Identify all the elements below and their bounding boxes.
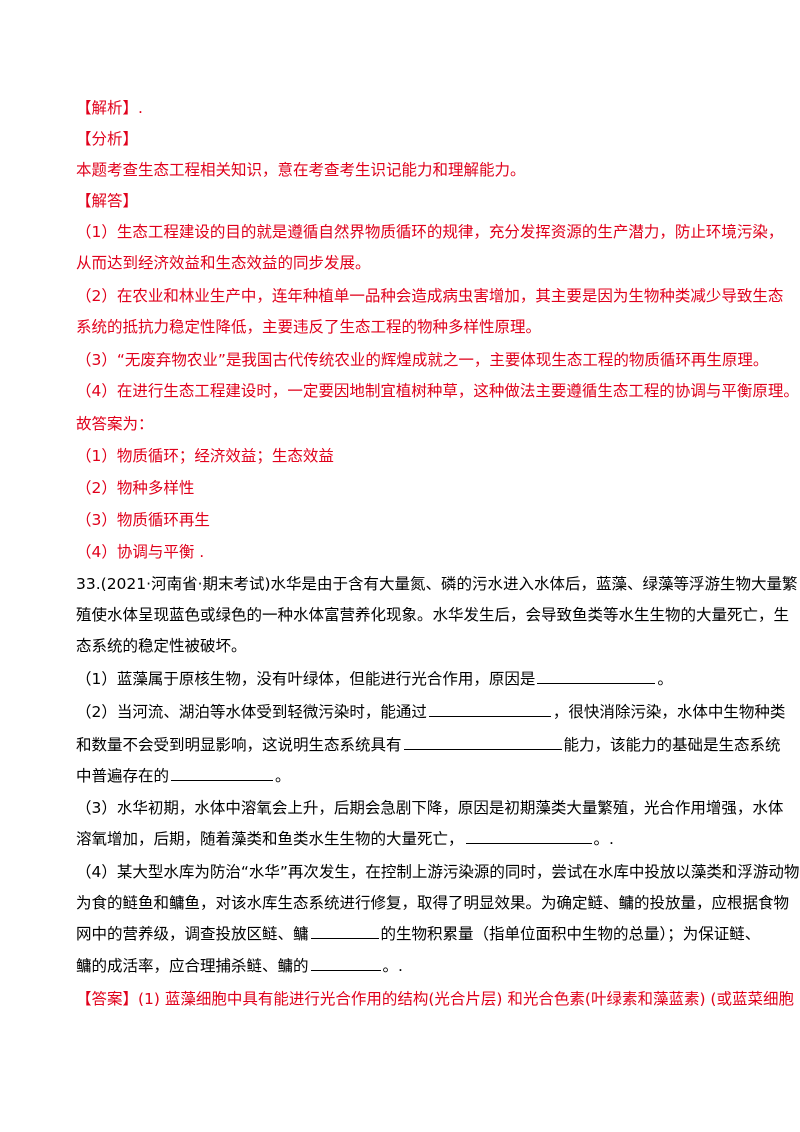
answer-blank[interactable] xyxy=(537,668,656,684)
answer-blank[interactable] xyxy=(403,734,562,750)
q33-sub2-line3: 中普遍存在的 。 xyxy=(76,765,736,787)
answer-blank[interactable] xyxy=(465,828,592,844)
jieda-p3: （3）“无废弃物农业”是我国古代传统农业的辉煌成就之一，主要体现生态工程的物质循… xyxy=(76,351,769,369)
q33-sub4-line2: 为食的鲢鱼和鳙鱼，对该水库生态系统进行修复，取得了明显效果。为确定鲢、鳙的投放量… xyxy=(76,894,790,912)
jieda-p2-line2: 系统的抵抗力稳定性降低，主要违反了生态工程的物种多样性原理。 xyxy=(76,318,542,336)
q33-intro-line3: 态系统的稳定性被破坏。 xyxy=(76,637,247,655)
q33-sub1: （1）蓝藻属于原核生物，没有叶绿体，但能进行光合作用，原因是 。 xyxy=(76,668,736,690)
q33-sub4-line4: 鳙的成活率，应合理捕杀鲢、鳙的 。. xyxy=(76,955,736,977)
q33-sub4-line1: （4）某大型水库为防治“水华”再次发生，在控制上游污染源的同时，尝试在水库中投放… xyxy=(76,863,800,881)
jieda-label: 【解答】 xyxy=(76,192,139,210)
q33-sub4-text-d: 。. xyxy=(382,957,403,975)
answer-item-4: （4）协调与平衡 . xyxy=(76,543,205,561)
q33-sub4-line3: 网中的营养级，调查投放区鲢、鳙 的生物积累量（指单位面积中生物的总量）；为保证鲢、 xyxy=(76,923,760,945)
q33-sub2-text-d: 能力，该能力的基础是生态系统 xyxy=(563,736,781,754)
q33-intro-line1: 33.(2021·河南省·期末考试)水华是由于含有大量氮、磷的污水进入水体后，蓝… xyxy=(76,575,798,593)
jieda-p1-line2: 从而达到经济效益和生态效益的同步发展。 xyxy=(76,254,371,272)
jieda-p1-line1: （1）生态工程建设的目的就是遵循自然界物质循环的规律，充分发挥资源的生产潜力，防… xyxy=(76,223,784,241)
q33-sub2-line2: 和数量不会受到明显影响，这说明生态系统具有 能力，该能力的基础是生态系统 xyxy=(76,734,781,756)
q33-sub4-text-c: 鳙的成活率，应合理捕杀鲢、鳙的 xyxy=(76,957,309,975)
q33-sub2-text-a: （2）当河流、湖泊等水体受到轻微污染时，能通过 xyxy=(76,703,427,721)
fenxi-label: 【分析】 xyxy=(76,130,139,148)
q33-sub2-text-e: 中普遍存在的 xyxy=(76,767,170,785)
analysis-label: 【解析】. xyxy=(76,99,143,117)
q33-sub1-text: （1）蓝藻属于原核生物，没有叶绿体，但能进行光合作用，原因是 xyxy=(76,670,536,688)
answer-item-3: （3）物质循环再生 xyxy=(76,511,210,529)
answer-blank[interactable] xyxy=(171,765,274,781)
q33-sub3-line1: （3）水华初期，水体中溶氧会上升，后期会急剧下降，原因是初期藻类大量繁殖，光合作… xyxy=(76,799,784,817)
q33-sub3-line2: 溶氧增加，后期，随着藻类和鱼类水生生物的大量死亡， 。. xyxy=(76,828,736,850)
fenxi-text: 本题考查生态工程相关知识，意在考查考生识记能力和理解能力。 xyxy=(76,161,526,179)
answer-item-1: （1）物质循环；经济效益；生态效益 xyxy=(76,447,334,465)
jieda-p4: （4）在进行生态工程建设时，一定要因地制宜植树种草，这种做法主要遵循生态工程的协… xyxy=(76,382,799,400)
q33-sub4-text-a: 网中的营养级，调查投放区鲢、鳙 xyxy=(76,925,309,943)
answer-blank[interactable] xyxy=(428,701,551,717)
answer-item-2: （2）物种多样性 xyxy=(76,479,195,497)
q33-sub3-text-a: 溶氧增加，后期，随着藻类和鱼类水生生物的大量死亡， xyxy=(76,830,464,848)
answer-intro: 故答案为： xyxy=(76,415,154,433)
q33-sub2-text-b: ，很快消除污染，水体中生物种类 xyxy=(552,703,786,721)
q33-sub2-text-f: 。 xyxy=(275,767,291,785)
answer-blank[interactable] xyxy=(310,955,381,971)
q33-sub1-end: 。 xyxy=(657,670,673,688)
q33-sub4-text-b: 的生物积累量（指单位面积中生物的总量）；为保证鲢、 xyxy=(380,925,761,943)
q33-intro-line2: 殖使水体呈现蓝色或绿色的一种水体富营养化现象。水华发生后，会导致鱼类等水生生物的… xyxy=(76,606,790,624)
q33-sub3-text-b: 。. xyxy=(593,830,614,848)
jieda-p2-line1: （2）在农业和林业生产中，连年种植单一品种会造成病虫害增加，其主要是因为生物种类… xyxy=(76,287,784,305)
q33-sub2-text-c: 和数量不会受到明显影响，这说明生态系统具有 xyxy=(76,736,402,754)
q33-sub2-line1: （2）当河流、湖泊等水体受到轻微污染时，能通过 ，很快消除污染，水体中生物种类 xyxy=(76,701,785,723)
answer-blank[interactable] xyxy=(310,923,379,939)
q33-answer-line: 【答案】(1) 蓝藻细胞中具有能进行光合作用的结构(光合片层) 和光合色素(叶绿… xyxy=(76,990,794,1008)
